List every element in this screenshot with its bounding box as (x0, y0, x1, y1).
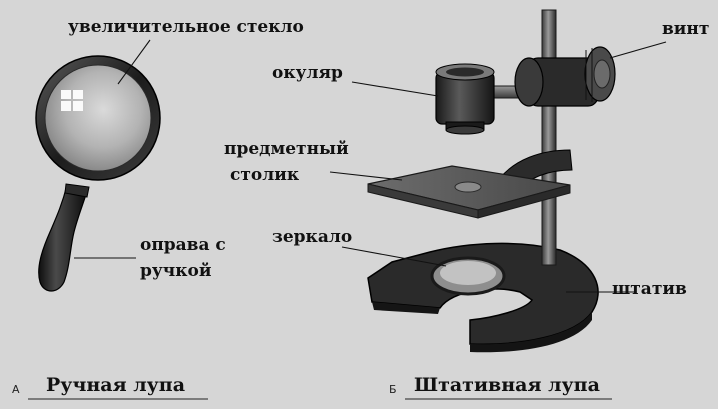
leader-stage (329, 171, 403, 181)
label-eyepiece: окуляр (272, 63, 343, 83)
tripod-base (367, 242, 599, 345)
focus-screw (514, 46, 616, 107)
stand-column (541, 9, 557, 266)
caption-hand-lens: Ручная лупа (46, 374, 186, 396)
label-mirror: зеркало (272, 227, 353, 247)
caption-marker-b: Б (389, 383, 397, 396)
leader-lines (74, 39, 667, 293)
magnifier-handle (38, 184, 89, 292)
caption-stand-lens: Штативная лупа (414, 374, 600, 396)
leader-eyepiece (351, 81, 439, 97)
leader-screw (609, 41, 667, 59)
label-tripod: штатив (612, 279, 687, 299)
magnifier-glass (44, 64, 152, 172)
leader-mirror (341, 246, 447, 267)
eyepiece (435, 63, 495, 135)
glass-reflection (61, 90, 83, 111)
label-frame-line2: ручкой (140, 261, 212, 281)
label-stage-line2: столик (230, 165, 300, 185)
label-frame-line1: оправа с (140, 235, 226, 255)
label-stage-line1: предметный (224, 139, 349, 159)
hand-magnifier (35, 55, 161, 292)
label-magnifying-glass: увеличительное стекло (68, 17, 304, 37)
caption-marker-a: А (12, 383, 20, 396)
leader-glass (117, 39, 151, 85)
label-screw: винт (662, 19, 710, 39)
stand-magnifier (367, 9, 616, 353)
